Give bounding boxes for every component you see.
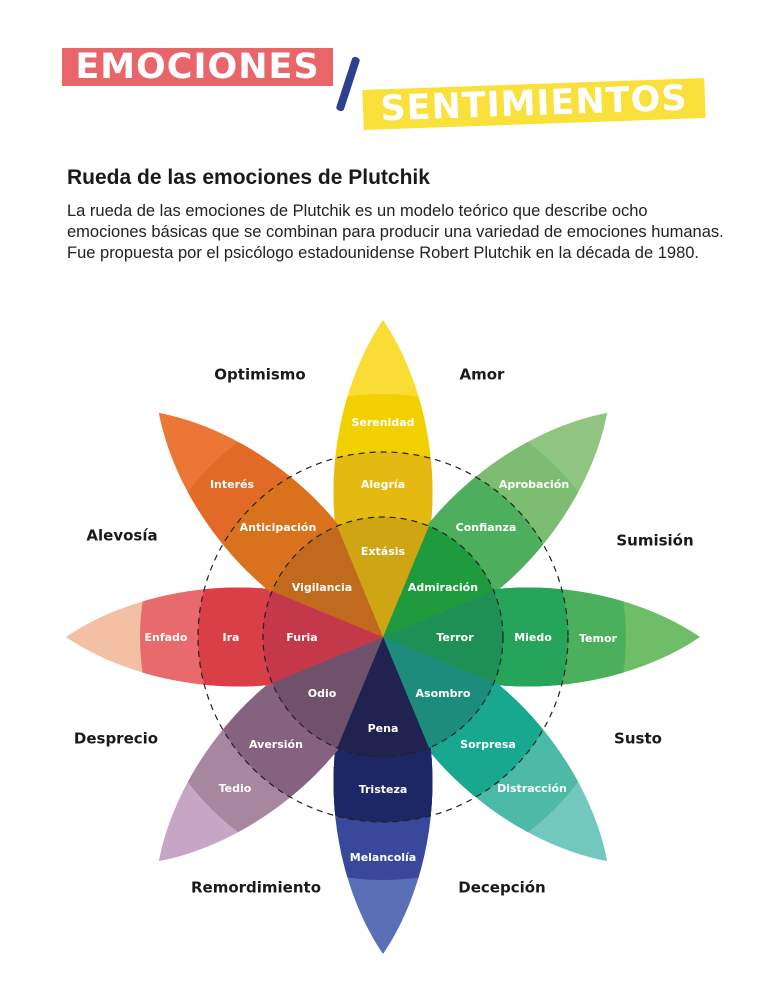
label-interes: Interés (210, 478, 255, 491)
page-title: Rueda de las emociones de Plutchik (67, 166, 430, 189)
dyad-optimismo: Optimismo (214, 366, 305, 384)
label-furia: Furia (286, 631, 317, 644)
label-asombro: Asombro (416, 687, 471, 700)
dyad-remordimiento: Remordimiento (191, 879, 321, 897)
label-vigilancia: Vigilancia (292, 581, 352, 594)
label-aversion: Aversión (249, 738, 303, 751)
dyad-decepcion: Decepción (458, 879, 545, 897)
dyad-susto: Susto (614, 730, 662, 748)
label-admiracion: Admiración (408, 581, 478, 594)
inner-dashed-circle (262, 516, 504, 758)
inner-wedge-1 (383, 526, 494, 637)
label-terror: Terror (436, 631, 474, 644)
label-extasis: Extásis (361, 545, 406, 558)
dyad-amor: Amor (460, 366, 506, 384)
label-enfado: Enfado (145, 631, 188, 644)
label-melancolia: Melancolía (350, 851, 416, 864)
inner-wedge-5 (272, 637, 383, 748)
label-temor: Temor (579, 632, 618, 645)
header-emociones: EMOCIONES (62, 48, 333, 87)
label-alegria: Alegría (361, 478, 405, 491)
label-anticipacion: Anticipación (240, 521, 317, 534)
inner-wedge-6 (263, 591, 383, 683)
label-pena: Pena (368, 722, 399, 735)
label-confianza: Confianza (456, 521, 517, 534)
inner-wedge-7 (272, 526, 383, 637)
label-ira: Ira (223, 631, 240, 644)
label-odio: Odio (308, 687, 337, 700)
emotion-labels: Extásis Alegría Serenidad Admiración Con… (145, 416, 618, 864)
inner-wedge-3 (383, 637, 494, 748)
label-serenidad: Serenidad (351, 416, 414, 429)
dyad-alevosia: Alevosía (86, 527, 157, 545)
dyad-sumision: Sumisión (616, 532, 693, 550)
inner-wedge-4 (337, 637, 429, 758)
label-distraccion: Distracción (497, 782, 567, 795)
label-tedio: Tedio (219, 782, 252, 795)
dyad-labels: Optimismo Amor Alevosía Sumisión Desprec… (74, 366, 694, 897)
label-tristeza: Tristeza (359, 783, 408, 796)
label-miedo: Miedo (514, 631, 552, 644)
inner-wedge-2 (383, 591, 503, 683)
label-sorpresa: Sorpresa (460, 738, 516, 751)
description: La rueda de las emociones de Plutchik es… (67, 202, 724, 262)
outer-dashed-circle (197, 451, 569, 823)
label-aprobacion: Aprobación (499, 478, 569, 491)
dyad-desprecio: Desprecio (74, 730, 158, 748)
inner-wedge-0 (337, 516, 429, 637)
